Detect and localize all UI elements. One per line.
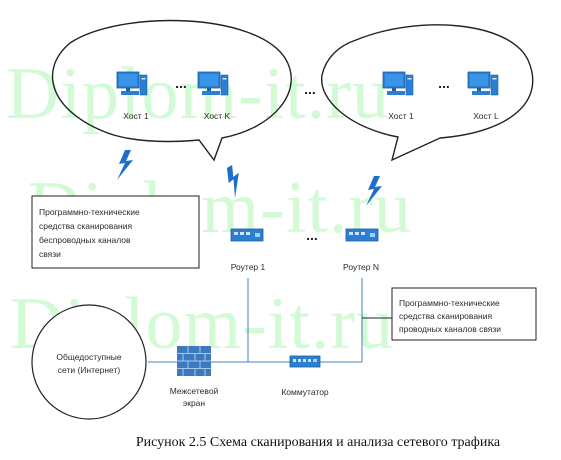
cloud-ellipsis: ...: [304, 81, 316, 97]
router-ellipsis: ...: [306, 227, 318, 243]
router-label: Роутер 1: [231, 262, 266, 272]
wired-links: [148, 278, 363, 363]
switch-icon: [289, 355, 321, 368]
wireless-box-line: Программно-технические: [39, 207, 140, 217]
host-computer: Хост 1: [116, 71, 149, 121]
router: Роутер N: [343, 228, 379, 272]
host-computer: Хост L: [467, 71, 499, 121]
computer-icon: [197, 71, 229, 96]
wireless-box-line: связи: [39, 249, 61, 259]
public-network-label: сети (Интернет): [58, 365, 121, 375]
switch-label: Коммутатор: [281, 387, 329, 397]
computer-icon: [382, 71, 414, 96]
firewall-label: экран: [183, 398, 206, 408]
host-label: Хост K: [204, 111, 231, 121]
host-ellipsis: ...: [175, 75, 187, 91]
wired-box-line: средства сканирования: [399, 311, 492, 321]
host-computer: Хост 1: [382, 71, 414, 121]
public-network: Общедоступные сети (Интернет): [31, 304, 147, 420]
computer-icon: [116, 71, 148, 96]
wireless-box-line: средства сканирования: [39, 221, 132, 231]
router-icon: [345, 228, 379, 242]
router-label: Роутер N: [343, 262, 379, 272]
wired-box-line: Программно-технические: [399, 298, 500, 308]
router-icon: [230, 228, 264, 242]
host-label: Хост L: [473, 111, 499, 121]
host-label: Хост 1: [388, 111, 414, 121]
figure-caption: Рисунок 2.5 Схема сканирования и анализа…: [136, 435, 501, 450]
computer-icon: [467, 71, 499, 96]
public-network-label: Общедоступные: [56, 352, 122, 362]
firewall-label: Межсетевой: [170, 386, 219, 396]
firewall-icon: [177, 346, 211, 376]
wired-scan-box: Программно-технические средства сканиров…: [391, 287, 537, 341]
wireless-box-line: беспроводных каналов: [39, 235, 131, 245]
left-host-cloud: [51, 19, 292, 162]
wireless-scan-box: Программно-технические средства сканиров…: [31, 195, 200, 269]
watermark-text: Diplom-it.ru: [6, 53, 390, 135]
switch: Коммутатор: [281, 355, 329, 397]
host-computer: Хост K: [197, 71, 231, 121]
router: Роутер 1: [230, 228, 266, 272]
firewall: Межсетевой экран: [170, 346, 219, 408]
host-label: Хост 1: [123, 111, 149, 121]
host-ellipsis: ...: [438, 75, 450, 91]
wired-box-line: проводных каналов связи: [399, 324, 501, 334]
right-host-cloud: [321, 24, 534, 162]
